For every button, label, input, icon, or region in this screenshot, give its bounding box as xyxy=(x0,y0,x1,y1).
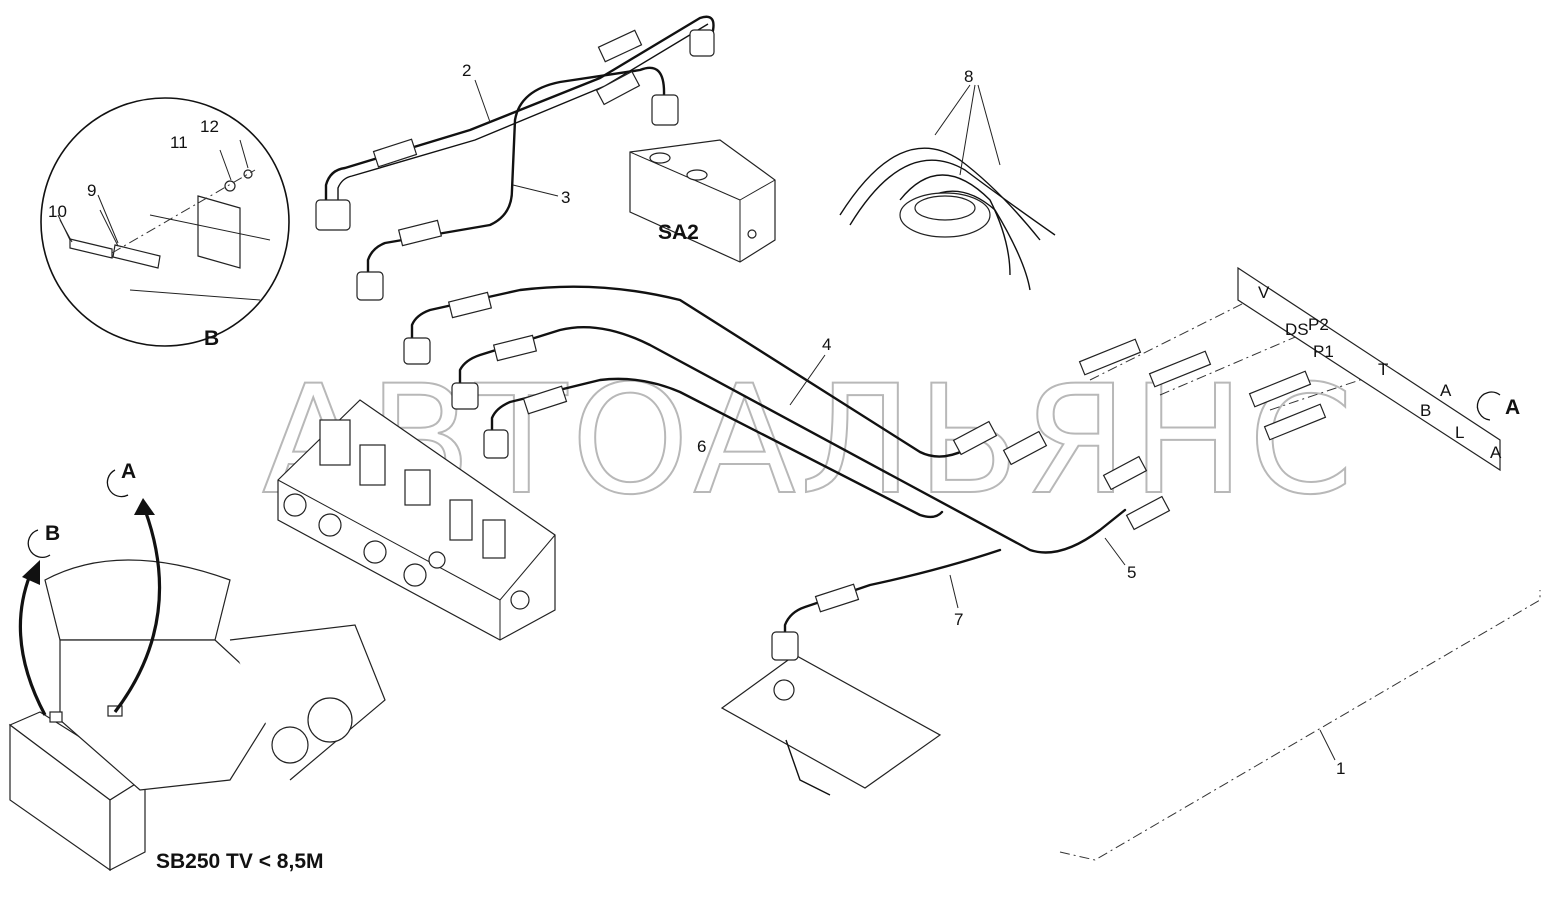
bracket-part-9 xyxy=(112,244,161,269)
port-label-b: B xyxy=(1420,401,1431,420)
washer-part-11 xyxy=(224,180,236,192)
hose-7 xyxy=(771,548,1002,661)
model-label: SB250 TV < 8,5M xyxy=(156,850,324,873)
callout-6: 6 xyxy=(697,437,706,456)
callout-7: 7 xyxy=(954,610,963,629)
port-label-a: A xyxy=(1440,381,1452,400)
detail-view-b xyxy=(40,97,290,347)
hose-3 xyxy=(356,66,679,301)
hose-6 xyxy=(483,377,944,519)
hose-5 xyxy=(451,325,1127,554)
nut-part-12 xyxy=(243,169,253,179)
valve-block-sa2 xyxy=(629,139,776,263)
callout-12: 12 xyxy=(200,117,219,136)
callout-2: 2 xyxy=(462,61,471,80)
straps-part-8 xyxy=(839,147,1056,291)
callout-10: 10 xyxy=(48,202,67,221)
machine-sketch xyxy=(8,559,386,872)
port-label-a2: A xyxy=(1490,443,1502,462)
port-label-t: T xyxy=(1378,360,1388,379)
view-marker-a-left: A xyxy=(106,460,136,498)
hose-ferrules xyxy=(372,29,1171,613)
port-panel: V DS P2 P1 T A B L A xyxy=(1237,266,1502,472)
mounting-plate-bottom xyxy=(720,654,942,796)
port-label-p2: P2 xyxy=(1308,315,1329,334)
view-marker-a-right: A xyxy=(1476,391,1520,421)
port-label-v: V xyxy=(1258,283,1270,302)
mounting-plate xyxy=(197,195,241,269)
view-arrows xyxy=(18,498,162,716)
assembly-outline-1 xyxy=(1059,590,1541,861)
hose-2 xyxy=(315,15,715,231)
block-label-sa2: SA2 xyxy=(658,221,699,244)
svg-text:A: A xyxy=(1505,396,1520,419)
callout-9: 9 xyxy=(87,181,96,200)
detail-label-b: B xyxy=(204,327,219,350)
callout-3: 3 xyxy=(561,188,570,207)
bolt-part-10 xyxy=(69,238,113,259)
callout-4: 4 xyxy=(822,335,831,354)
port-label-p1: P1 xyxy=(1313,342,1334,361)
quick-couplings xyxy=(1078,289,1391,441)
callout-8: 8 xyxy=(964,67,973,86)
svg-text:B: B xyxy=(45,522,60,545)
main-manifold-block xyxy=(277,399,556,641)
callout-1: 1 xyxy=(1336,759,1345,778)
callout-5: 5 xyxy=(1127,563,1136,582)
svg-text:A: A xyxy=(121,460,136,483)
port-label-ds: DS xyxy=(1285,320,1309,339)
view-marker-b-left: B xyxy=(27,522,60,558)
hose-4 xyxy=(403,285,967,458)
port-label-l: L xyxy=(1455,423,1464,442)
callout-11: 11 xyxy=(170,133,188,152)
leader-lines xyxy=(57,79,1336,761)
